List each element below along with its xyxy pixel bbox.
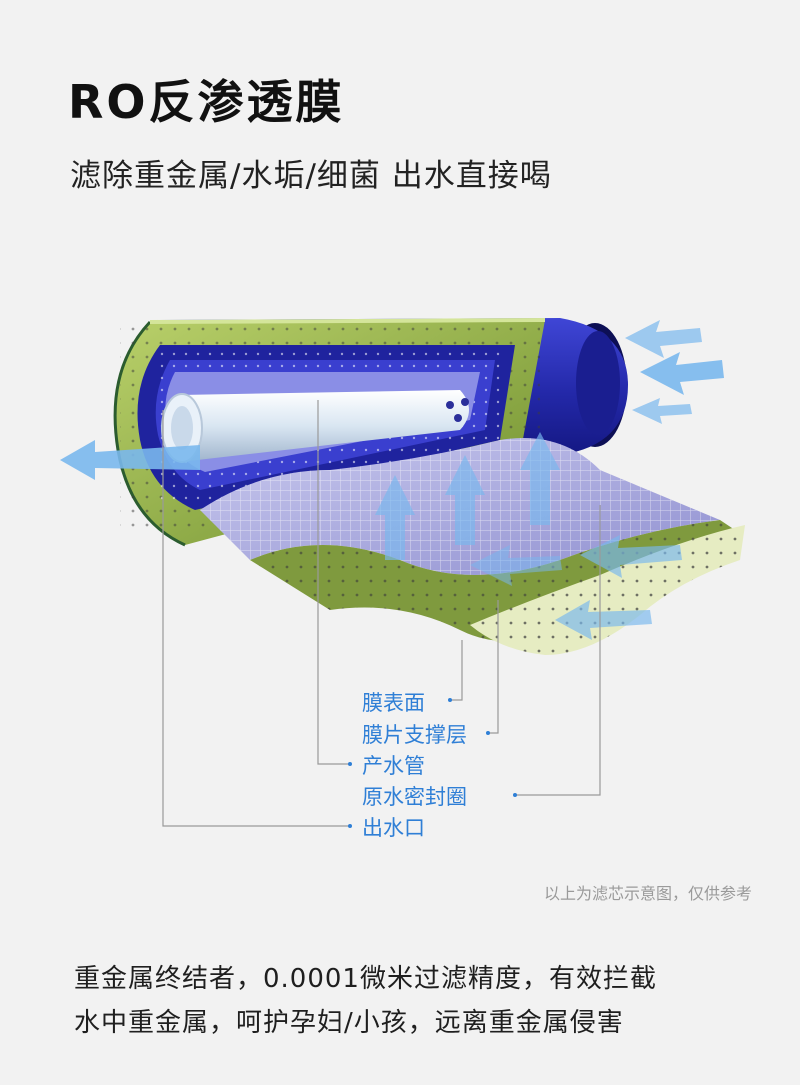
label-membrane-support: 膜片支撑层	[362, 723, 467, 747]
description-line-1: 重金属终结者，0.0001微米过滤精度，有效拦截	[74, 964, 657, 994]
page-title: RO反渗透膜	[68, 75, 345, 129]
product-water-tube	[161, 390, 469, 463]
flow-arrows	[60, 320, 724, 640]
label-membrane-surface: 膜表面	[362, 691, 425, 715]
description-line-2: 水中重金属，呵护孕妇/小孩，远离重金属侵害	[74, 1008, 624, 1038]
label-raw-water-seal: 原水密封圈	[362, 785, 467, 809]
callout-lines	[162, 400, 601, 827]
label-water-outlet: 出水口	[362, 816, 425, 840]
page-subtitle: 滤除重金属/水垢/细菌 出水直接喝	[70, 158, 552, 194]
label-product-tube: 产水管	[362, 754, 425, 778]
disclaimer-note: 以上为滤芯示意图，仅供参考	[543, 884, 752, 903]
